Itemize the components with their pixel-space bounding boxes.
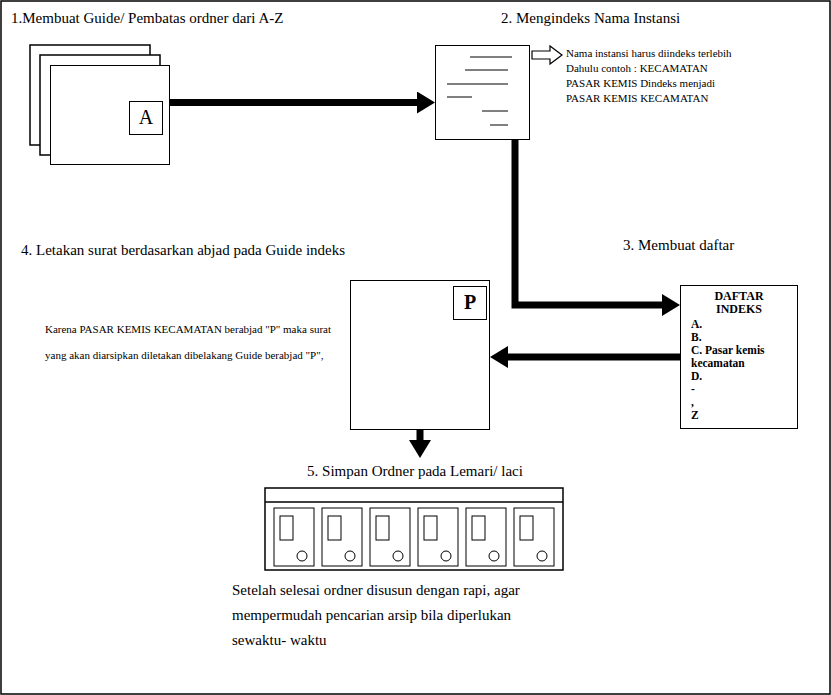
note-text: Setelah selesai ordner disusun dengan ra… — [232, 578, 552, 653]
list-item: , — [685, 396, 793, 409]
document-lines — [447, 57, 512, 125]
cabinet-top — [265, 501, 563, 503]
list-item: - — [685, 383, 793, 396]
flow-arrow — [515, 140, 662, 305]
list-heading: DAFTAR INDEKS — [704, 290, 774, 316]
index-list-box: 3. Membuat daftarDAFTAR INDEKSA.B.C. Pas… — [680, 285, 798, 429]
note-text: Karena PASAR KEMIS KECAMATAN berabjad "P… — [45, 316, 340, 368]
step-heading: 5. Simpan Ordner pada Lemari/ laci — [255, 462, 575, 480]
step-heading: 2. Mengindeks Nama Instansi — [501, 9, 680, 27]
cabinet: 5. Simpan Ordner pada Lemari/ laci — [255, 458, 575, 574]
cabinet-drawers — [274, 508, 554, 566]
ordner-folder: 4. Letakan surat berdasarkan abjad pada … — [350, 280, 490, 430]
list-item: D. — [685, 370, 793, 383]
flow-arrow — [170, 99, 417, 106]
list-item: Z — [685, 409, 793, 422]
step-heading: 4. Letakan surat berdasarkan abjad pada … — [21, 241, 345, 259]
note-text: Nama instansi harus diindeks terlebih Da… — [566, 46, 741, 106]
list-item: B. — [685, 331, 793, 344]
flow-arrow — [417, 430, 424, 440]
document: 2. Mengindeks Nama Instansi — [435, 45, 530, 140]
callout-arrow — [532, 46, 562, 64]
guide-tab: A — [129, 101, 163, 135]
guide-page: 1.Membuat Guide/ Pembatas ordner dari A-… — [50, 65, 170, 165]
list-item: A. — [685, 318, 793, 331]
cabinet-body — [265, 488, 563, 570]
flow-arrow — [508, 354, 680, 361]
guide-tab: P — [453, 286, 487, 320]
cabinet-drawing — [260, 486, 570, 574]
step-heading: 3. Membuat daftar — [623, 236, 734, 254]
step-heading: 1.Membuat Guide/ Pembatas ordner dari A-… — [11, 9, 283, 27]
list-item: C. Pasar kemis kecamatan — [685, 344, 793, 370]
